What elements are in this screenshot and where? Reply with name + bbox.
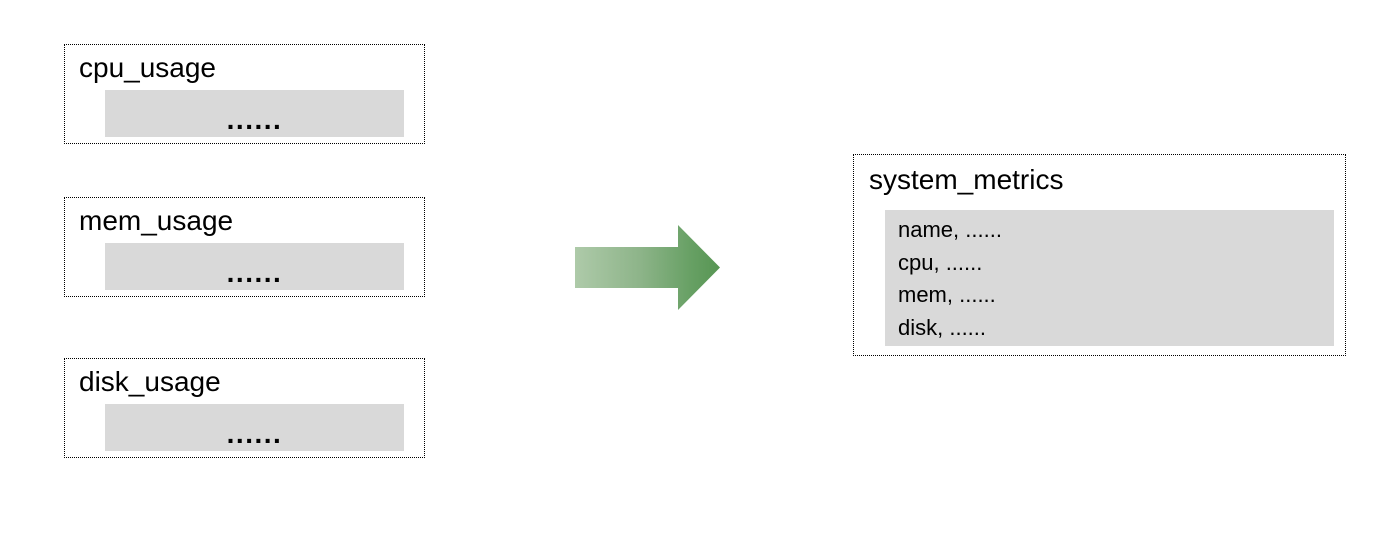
result-table-system-metrics: system_metrics name, ...... cpu, ...... … xyxy=(853,154,1346,356)
result-table-content-panel: name, ...... cpu, ...... mem, ...... dis… xyxy=(885,210,1334,346)
table-content-panel: ...... xyxy=(105,404,404,451)
table-content-placeholder: ...... xyxy=(226,257,283,288)
table-content-placeholder: ...... xyxy=(226,104,283,135)
source-table-cpu-usage: cpu_usage ...... xyxy=(64,44,425,144)
table-title: cpu_usage xyxy=(79,52,217,83)
table-content-panel: ...... xyxy=(105,243,404,290)
result-table-row: disk, ...... xyxy=(898,314,987,340)
merge-arrow-icon xyxy=(575,225,720,310)
result-table-title: system_metrics xyxy=(869,164,1064,195)
table-content-panel: ...... xyxy=(105,90,404,137)
source-table-mem-usage: mem_usage ...... xyxy=(64,197,425,297)
result-table-row: mem, ...... xyxy=(898,282,996,307)
result-table-row: name, ...... xyxy=(898,217,1002,242)
source-table-disk-usage: disk_usage ...... xyxy=(64,358,425,458)
table-content-placeholder: ...... xyxy=(226,418,283,449)
table-title: mem_usage xyxy=(79,205,234,236)
result-table-row: cpu, ...... xyxy=(898,249,983,275)
table-title: disk_usage xyxy=(79,366,221,397)
